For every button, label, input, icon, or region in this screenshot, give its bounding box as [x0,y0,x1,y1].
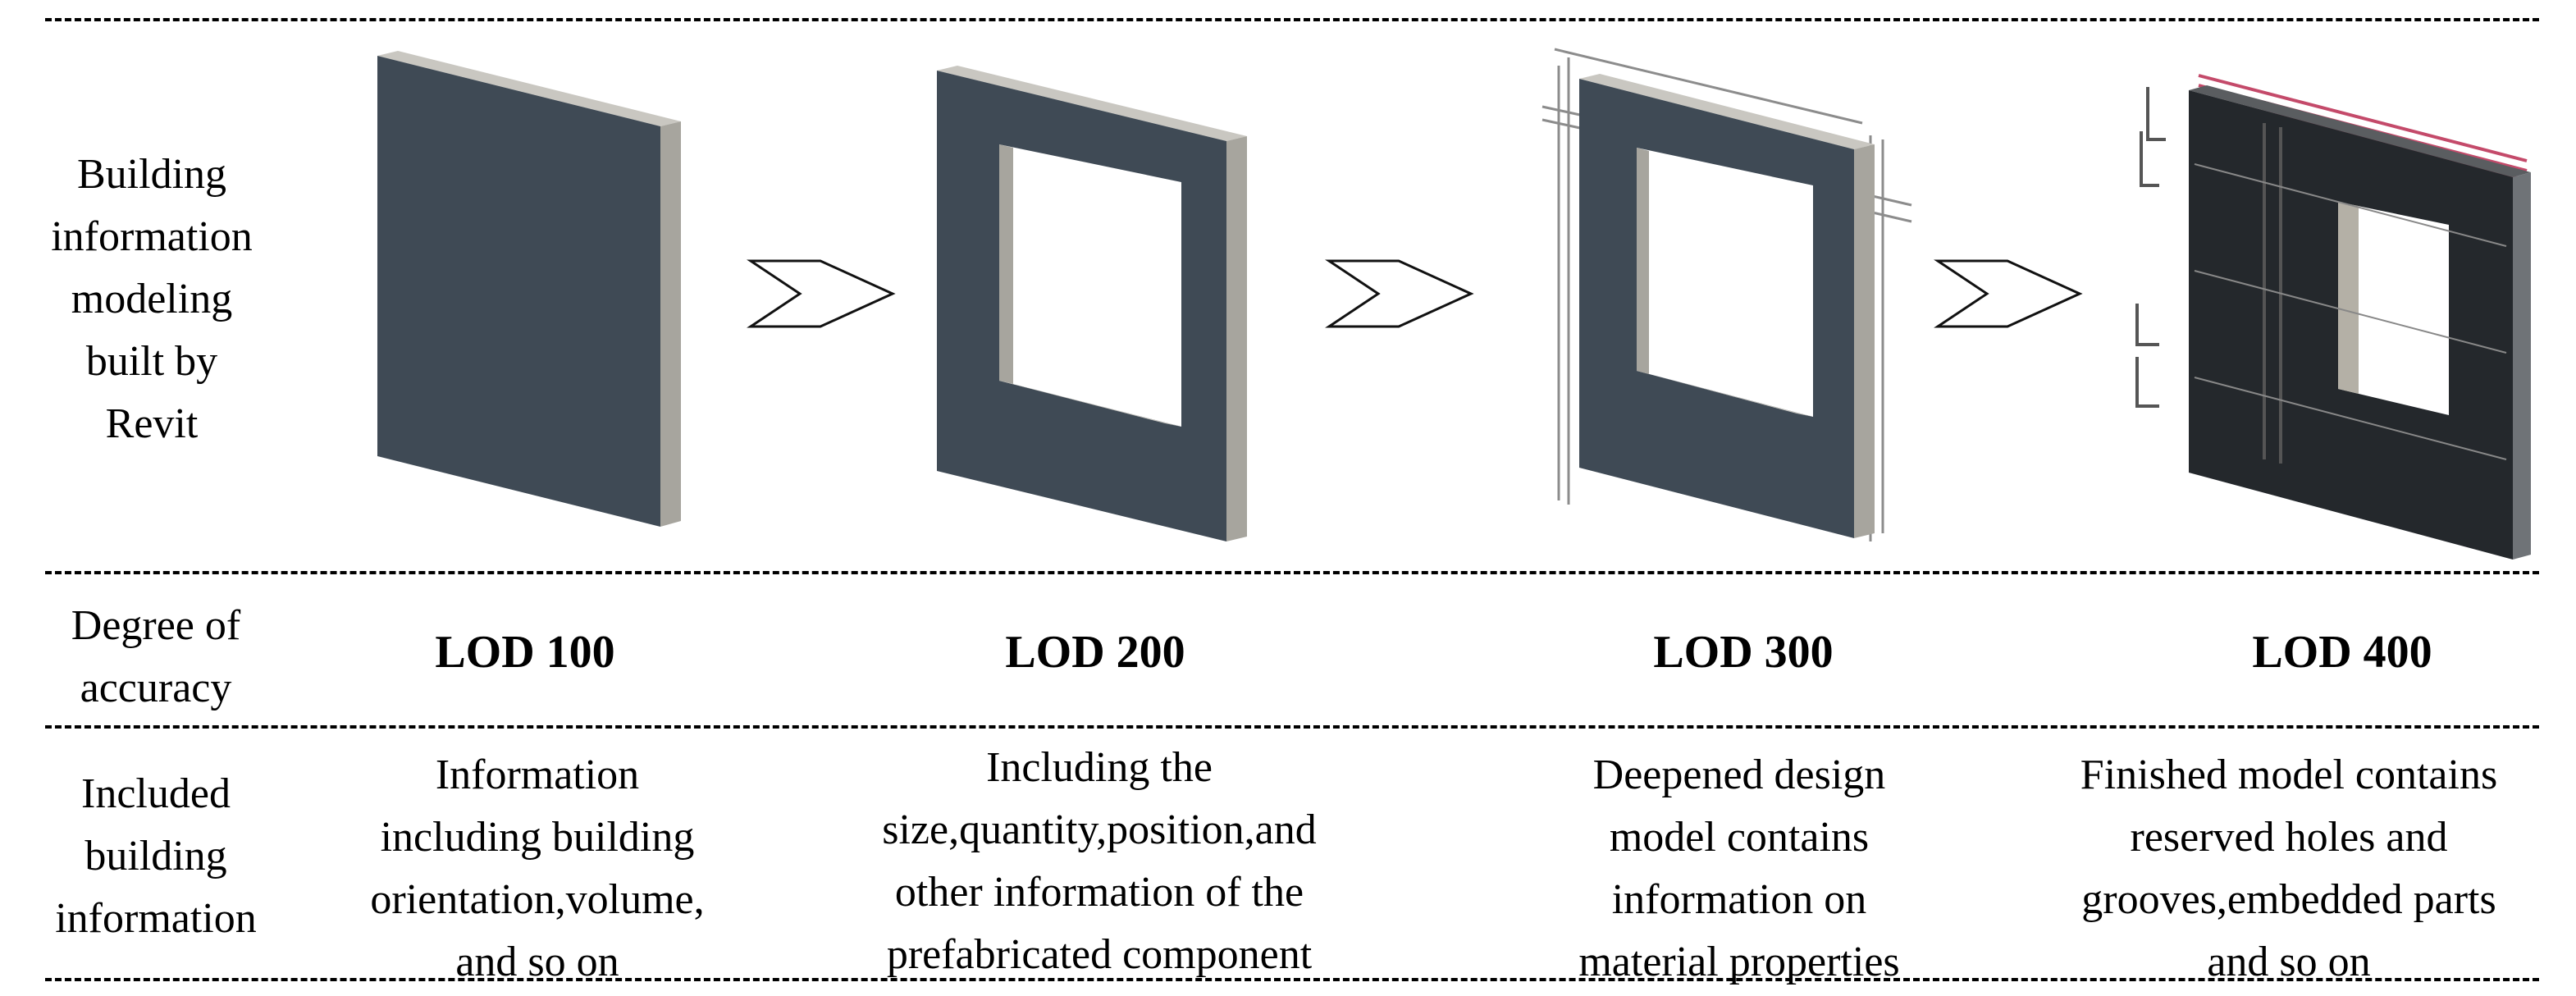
lod-100-label: LOD 100 [435,627,615,678]
model-illustrations [377,48,2531,560]
bottom-divider [45,978,2539,981]
progress-arrow-3 [1934,259,2083,328]
lod-400-label: LOD 400 [2252,627,2432,678]
lod400-wall-panel [2135,74,2531,560]
row-label-accuracy: Degree of accuracy [71,602,241,711]
model-row-divider [45,571,2539,574]
lod-100-description: Information including building orientati… [370,752,705,985]
lod200-wall-panel [937,66,1247,541]
row-label-info: Included building information [55,770,257,942]
accuracy-row-divider [45,725,2539,729]
top-divider [45,18,2539,21]
row-label-model: Building information modeling built by R… [51,151,253,447]
lod100-wall-panel [377,51,681,527]
lod-200-label: LOD 200 [1005,627,1185,678]
lod-300-label: LOD 300 [1653,627,1834,678]
lod-400-description: Finished model contains reserved holes a… [2080,752,2498,985]
lod-200-description: Including the size,quantity,position,and… [882,744,1317,978]
progress-arrow-1 [747,259,896,328]
lod-300-description: Deepened design model contains informati… [1578,752,1900,985]
progress-arrow-2 [1325,259,1474,328]
lod300-wall-panel [1541,48,1912,541]
